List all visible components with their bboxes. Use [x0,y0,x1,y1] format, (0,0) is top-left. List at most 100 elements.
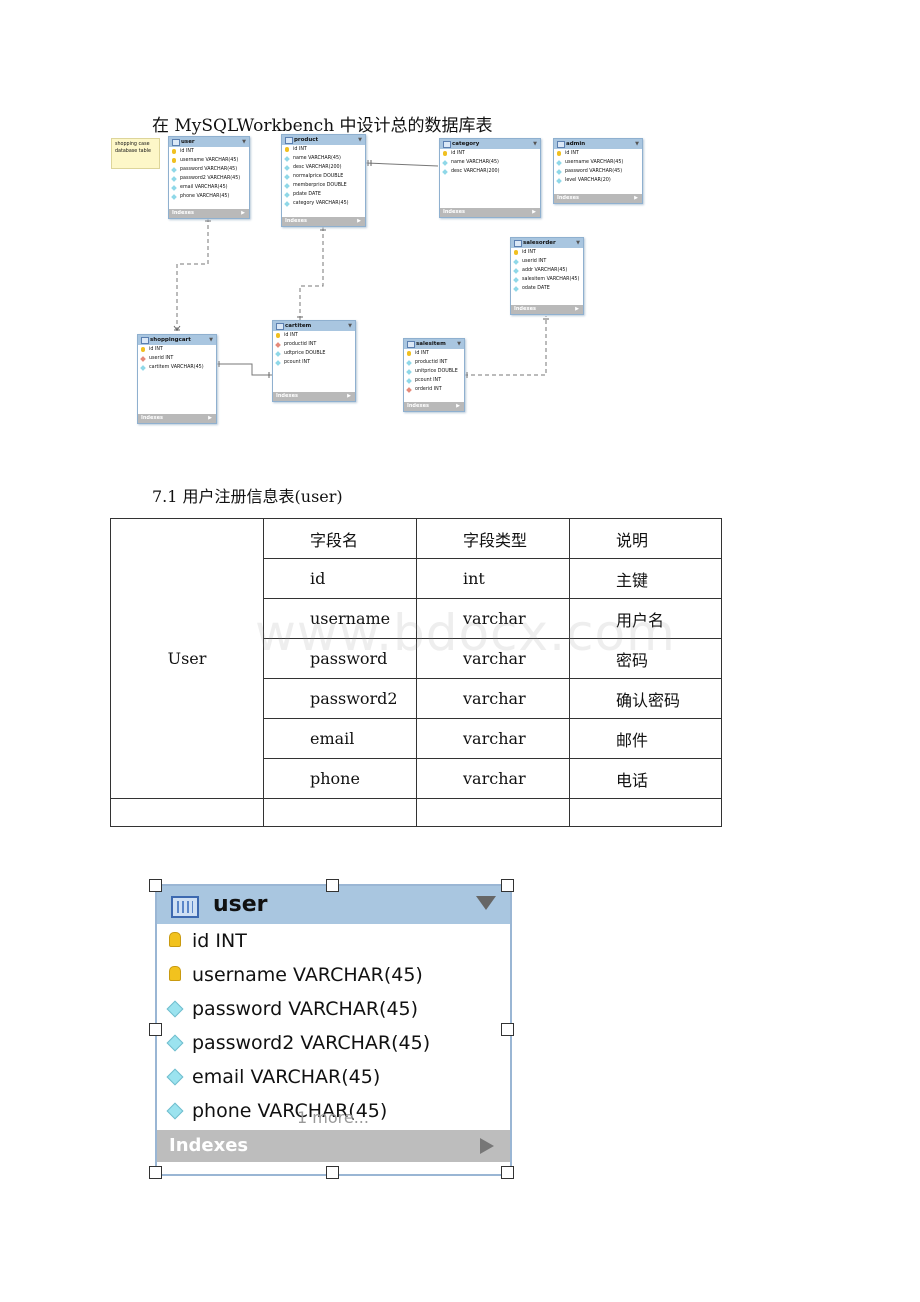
key-icon [407,351,411,356]
column-icon [513,267,519,274]
table-row: password varchar 密码 [111,638,722,679]
table-row: username varchar 用户名 [111,598,722,639]
erd-table-title: cartitem [273,321,355,331]
erd-column: productid INT [273,340,355,349]
cell: email [263,718,417,759]
cell: phone [263,758,417,799]
erd-table-user[interactable]: user id INT username VARCHAR(45) passwor… [168,136,250,219]
erd-column: memberprice DOUBLE [282,181,365,190]
erd-table-title: admin [554,139,642,149]
erd-table-salesitem[interactable]: salesitem id INT productid INT unitprice… [403,338,465,412]
section-heading: 在 MySQLWorkbench 中设计总的数据库表 [152,116,493,136]
resize-handle[interactable] [501,879,514,892]
erd-column: id INT [440,149,540,158]
header-cell: 字段类型 [416,518,570,559]
erd-table-title: user [169,137,249,147]
erd-table-shoppingcart[interactable]: shoppingcart id INT userid INT cartitem … [137,334,217,424]
erd-column: username VARCHAR(45) [554,158,642,167]
column-icon [284,200,290,207]
resize-handle[interactable] [149,1023,162,1036]
erd-column: unitprice DOUBLE [404,367,464,376]
table-header-row: User 字段名 字段类型 说明 [110,518,722,799]
erd-table-title: salesorder [511,238,583,248]
cell [110,798,264,827]
resize-handle[interactable] [149,879,162,892]
erd-column: name VARCHAR(45) [282,154,365,163]
foreign-key-icon [406,386,412,393]
erd-table-category[interactable]: category id INT name VARCHAR(45) desc VA… [439,138,541,218]
erd-table-product[interactable]: product id INT name VARCHAR(45) desc VAR… [281,134,366,227]
column-icon [166,1102,184,1120]
column-icon [171,193,177,200]
cell: 邮件 [569,718,722,759]
erd-indexes-bar[interactable]: Indexes [273,392,355,401]
relation-product-cartitem [299,227,324,320]
erd-column: desc VARCHAR(200) [282,163,365,172]
erd-table-cartitem[interactable]: cartitem id INT productid INT udtprice D… [272,320,356,402]
erd-table-admin[interactable]: admin id INT username VARCHAR(45) passwo… [553,138,643,204]
resize-handle[interactable] [501,1023,514,1036]
erd-table-title: product [282,135,365,145]
column-icon [275,359,281,366]
erd-column: orderid INT [404,385,464,394]
erd-indexes-bar[interactable]: Indexes [404,402,464,411]
table-row: email varchar 邮件 [111,718,722,759]
column-icon [166,1034,184,1052]
column-icon [513,276,519,283]
erd-table-salesorder[interactable]: salesorder id INT userid INT addr VARCHA… [510,237,584,315]
relationship-lines [173,160,549,378]
cell [416,798,570,827]
erd-column: pcount INT [404,376,464,385]
indexes-label: Indexes [169,1135,249,1156]
erd-table-title: shoppingcart [138,335,216,345]
erd-column: odate DATE [511,284,583,293]
erd-column: username VARCHAR(45) [169,156,249,165]
foreign-key-icon [140,355,146,362]
erd-column: password VARCHAR(45) [169,165,249,174]
erd-column: id INT [404,349,464,358]
resize-handle[interactable] [326,879,339,892]
erd-indexes-bar[interactable]: Indexes [169,209,249,218]
erd-indexes-bar[interactable]: Indexes [554,194,642,203]
key-icon [443,151,447,156]
erd-column: pdate DATE [282,190,365,199]
entity-column: username VARCHAR(45) [157,958,510,992]
more-columns-label: 1 more... [297,1108,369,1127]
erd-column: productid INT [404,358,464,367]
field-table: User 字段名 字段类型 说明 id int 主键 username varc… [110,518,722,827]
key-icon [141,347,145,352]
erd-column: id INT [138,345,216,354]
collapse-arrow-icon[interactable] [476,896,496,910]
entity-column: password VARCHAR(45) [157,992,510,1026]
erd-indexes-bar[interactable]: Indexes [440,208,540,217]
column-icon [166,1000,184,1018]
relation-user-shoppingcart [176,218,209,334]
column-icon [284,173,290,180]
erd-column: id INT [282,145,365,154]
resize-handle[interactable] [501,1166,514,1179]
key-icon [169,966,181,981]
header-cell: 字段名 [263,518,417,559]
relation-salesorder-salesitem [464,316,547,376]
erd-column: userid INT [138,354,216,363]
cell: id [263,558,417,599]
erd-column: phone VARCHAR(45) [169,192,249,201]
user-entity-detail[interactable]: user id INT username VARCHAR(45) passwor… [155,884,512,1176]
cell: 电话 [569,758,722,799]
erd-column: id INT [554,149,642,158]
table-icon [171,896,199,918]
cell [569,798,722,827]
column-icon [406,359,412,366]
resize-handle[interactable] [149,1166,162,1179]
erd-indexes-bar[interactable]: Indexes [511,305,583,314]
expand-arrow-icon [480,1138,494,1154]
cell: username [263,598,417,639]
erd-column: name VARCHAR(45) [440,158,540,167]
resize-handle[interactable] [326,1166,339,1179]
erd-table-title: salesitem [404,339,464,349]
erd-indexes-bar[interactable]: Indexes [282,217,365,226]
indexes-bar[interactable]: Indexes [157,1130,510,1162]
erd-indexes-bar[interactable]: Indexes [138,414,216,423]
erd-column: id INT [511,248,583,257]
erd-column: normalprice DOUBLE [282,172,365,181]
